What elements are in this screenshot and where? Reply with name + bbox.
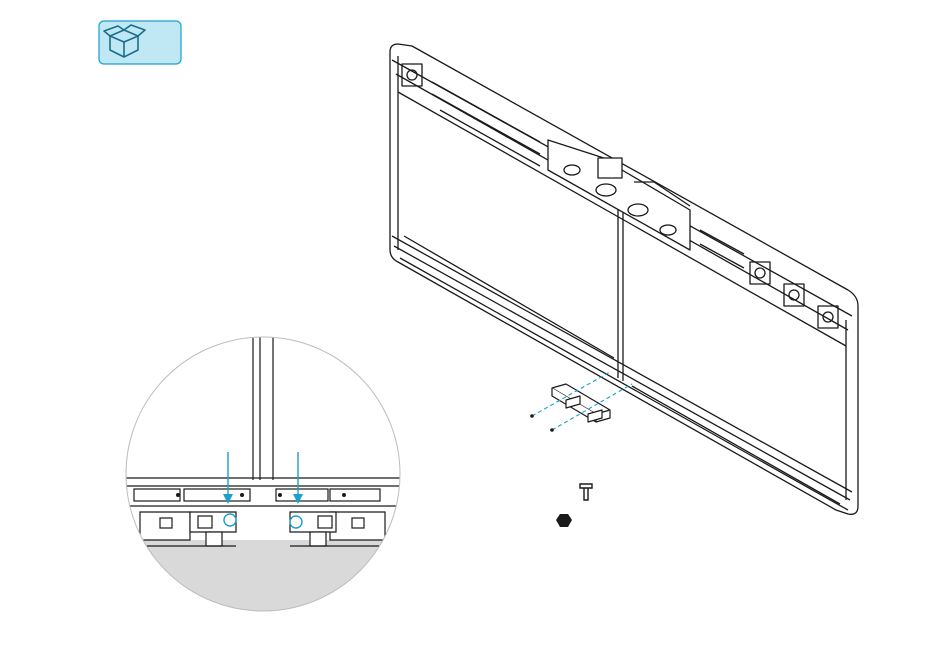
speaker-board-panel-assembly bbox=[390, 44, 858, 514]
hex-nut-icon bbox=[556, 514, 572, 527]
bracket-detail-zoom bbox=[120, 330, 410, 620]
screw-icon bbox=[580, 484, 592, 500]
open-box-icon bbox=[99, 21, 181, 64]
